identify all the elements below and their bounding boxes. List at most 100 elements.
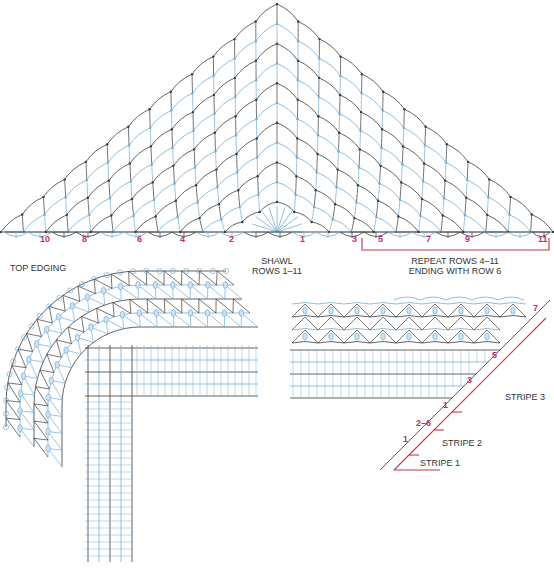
stitch-post xyxy=(128,127,130,145)
band-stitch xyxy=(85,556,133,557)
cluster-stitch xyxy=(137,310,141,317)
band-stitch xyxy=(341,374,342,386)
band-stitch xyxy=(172,345,173,397)
cluster-stitch xyxy=(46,428,50,435)
stitch-mark xyxy=(465,197,467,199)
chain-loop xyxy=(335,204,354,218)
chain-loop xyxy=(151,129,172,146)
chart-label: REPEAT ROWS 4–11 ENDING WITH ROW 6 xyxy=(400,256,510,276)
stitch-post xyxy=(234,59,235,78)
band-stitch xyxy=(85,402,133,403)
band-stitch xyxy=(461,362,462,374)
chart-label: STRIPE 1 xyxy=(420,458,460,468)
band-stitch xyxy=(317,350,318,362)
stitch-mark xyxy=(257,193,259,195)
stitch-mark xyxy=(339,75,341,77)
corner-mesh xyxy=(181,271,182,285)
chain-loop xyxy=(316,190,335,204)
band-stitch xyxy=(349,386,350,398)
chain-loop xyxy=(193,114,214,131)
corner-mesh xyxy=(155,285,173,299)
chain-loop xyxy=(344,303,370,305)
band-stitch xyxy=(381,374,382,386)
edging-stitch xyxy=(472,232,473,238)
row-number: 1 xyxy=(403,434,408,444)
band-stitch xyxy=(413,362,414,374)
stitch-mark xyxy=(234,96,236,98)
stitch-mark xyxy=(258,211,260,213)
chain-loop xyxy=(129,128,150,145)
stitch-post xyxy=(213,76,214,95)
stitch-post xyxy=(467,162,469,180)
stitch-mark xyxy=(276,62,278,64)
chain-loop xyxy=(511,197,532,215)
chain-loop xyxy=(242,212,259,222)
band-stitch xyxy=(453,350,454,362)
cluster-stitch xyxy=(459,333,463,340)
corner-mesh xyxy=(94,279,112,288)
stitch-mark xyxy=(213,113,215,115)
corner-mesh xyxy=(146,271,147,285)
chain-loop xyxy=(277,103,298,119)
chain-loop xyxy=(258,182,277,194)
stitch-mark xyxy=(255,60,257,62)
corner-mesh xyxy=(164,271,165,285)
stitch-mark xyxy=(335,186,337,188)
stitch-post xyxy=(194,149,196,167)
chain-loop xyxy=(113,216,134,232)
stitch-mark xyxy=(193,148,195,150)
stitch-post xyxy=(487,197,488,215)
band-line xyxy=(290,398,452,399)
band-stitch xyxy=(85,458,133,459)
chain-loop xyxy=(422,342,448,344)
center-fan xyxy=(277,224,302,232)
chain-loop xyxy=(402,165,423,182)
band-stitch xyxy=(137,345,138,397)
chain-loop xyxy=(67,198,88,215)
corner-mesh xyxy=(164,271,182,285)
stitch-mark xyxy=(127,126,129,128)
chain-loop xyxy=(298,80,319,97)
chain-loop xyxy=(319,59,340,76)
chain-loop xyxy=(318,116,339,133)
cluster-stitch xyxy=(329,333,333,340)
mesh-line xyxy=(305,317,318,330)
chain-loop xyxy=(424,163,445,180)
edge-scallop xyxy=(472,297,498,300)
stitch-post xyxy=(400,182,401,199)
chain-loop xyxy=(213,39,234,57)
band-stitch xyxy=(389,374,390,386)
stitch-post xyxy=(422,181,423,199)
stitch-post xyxy=(339,95,340,114)
mesh-line xyxy=(448,317,461,330)
band-stitch xyxy=(85,409,133,410)
stitch-post xyxy=(149,109,151,128)
picot xyxy=(197,268,202,273)
corner-mesh xyxy=(147,299,165,313)
stitch-post xyxy=(351,218,354,232)
stripe-bracket xyxy=(394,469,440,470)
band-stitch xyxy=(301,374,302,386)
row-number: 9 xyxy=(465,234,470,244)
chain-loop xyxy=(216,135,237,151)
chain-loop xyxy=(256,44,277,61)
chain-loop xyxy=(344,316,370,318)
stitch-mark xyxy=(297,40,299,42)
stitch-mark xyxy=(276,201,278,203)
chain-loop xyxy=(466,198,487,215)
edging-stitch xyxy=(88,232,89,238)
band-stitch xyxy=(349,350,350,362)
row-number: 7 xyxy=(533,303,538,313)
stitch-mark xyxy=(400,181,402,183)
stitch-mark xyxy=(358,166,360,168)
mesh-line xyxy=(422,317,435,330)
picot xyxy=(57,295,62,300)
edging-stitch xyxy=(328,232,329,238)
cluster-stitch xyxy=(18,425,22,432)
chain-loop xyxy=(358,185,378,201)
chain-loop xyxy=(135,216,155,232)
corner-mesh xyxy=(113,302,131,313)
stitch-mark xyxy=(294,193,296,195)
chain-loop xyxy=(108,145,129,162)
stitch-mark xyxy=(85,161,87,163)
